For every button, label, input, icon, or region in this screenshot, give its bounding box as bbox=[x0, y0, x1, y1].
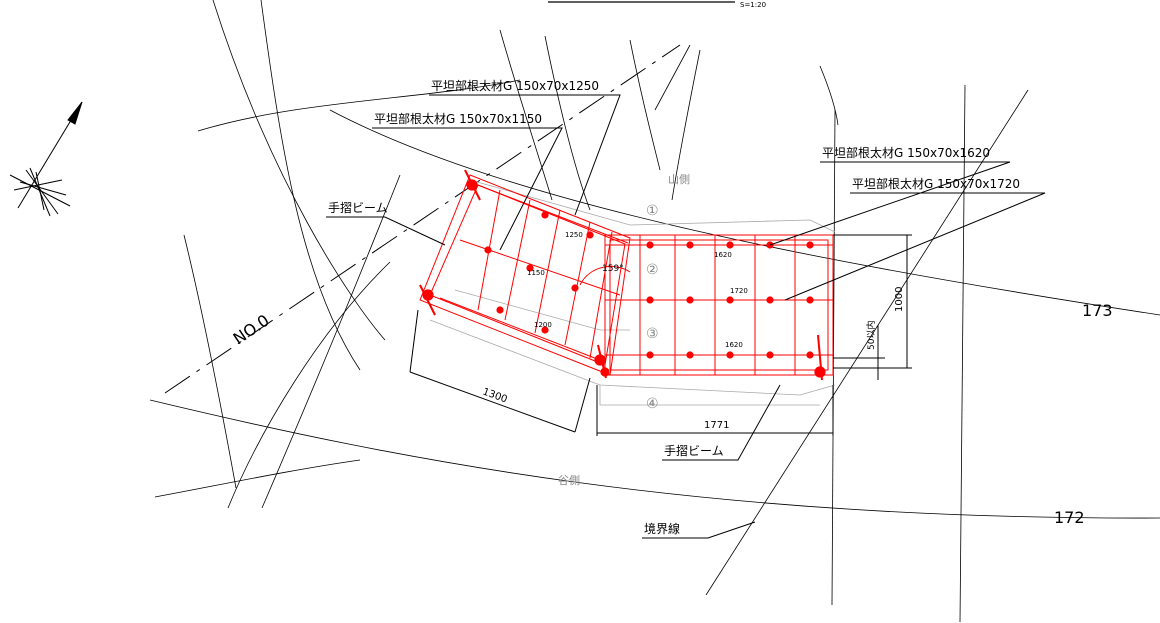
scale-label: S=1:20 bbox=[740, 1, 766, 9]
label-joist-1620: 平坦部根太材G 150x70x1620 bbox=[822, 145, 990, 160]
label-joist-1720: 平坦部根太材G 150x70x1720 bbox=[852, 176, 1020, 191]
dimension-lines bbox=[409, 234, 912, 436]
dim-inner-1720: 1720 bbox=[730, 287, 748, 295]
dim-angle: 159° bbox=[602, 264, 624, 274]
contour-172: 172 bbox=[1054, 508, 1085, 527]
circled-number-1: ① bbox=[646, 203, 659, 219]
circled-number-2: ② bbox=[646, 262, 659, 278]
dim-right-tolerance: 50以内 bbox=[865, 321, 877, 350]
circled-number-4: ④ bbox=[646, 396, 659, 412]
label-joist-1250: 平坦部根太材G 150x70x1250 bbox=[431, 78, 599, 93]
red-uprights bbox=[419, 169, 823, 381]
dim-inner-1200: 1200 bbox=[534, 321, 552, 329]
label-boundary: 境界線 bbox=[644, 521, 680, 536]
dim-inner-1620b: 1620 bbox=[725, 341, 743, 349]
dim-inner-1620a: 1620 bbox=[714, 251, 732, 259]
dim-inner-1250: 1250 bbox=[565, 231, 583, 239]
label-valley-side: 谷側 bbox=[558, 474, 580, 487]
label-joist-1150: 平坦部根太材G 150x70x1150 bbox=[374, 111, 542, 126]
guide-outlines bbox=[429, 179, 836, 406]
contour-173: 173 bbox=[1082, 301, 1113, 320]
label-handrail-left: 手摺ビーム bbox=[328, 200, 388, 215]
north-arrow-icon bbox=[9, 101, 83, 217]
joist-markers bbox=[422, 179, 826, 378]
site-linework bbox=[149, 0, 1160, 623]
circled-number-3: ③ bbox=[646, 326, 659, 342]
label-station-no0: NO.0 bbox=[230, 311, 273, 349]
frame-structure bbox=[419, 174, 834, 376]
dim-inner-1150: 1150 bbox=[527, 269, 545, 277]
leader-lines bbox=[326, 94, 1046, 539]
label-handrail-bottom: 手摺ビーム bbox=[664, 443, 724, 458]
dim-bottom-span: 1771 bbox=[704, 420, 729, 431]
label-mountain-side: 山側 bbox=[668, 173, 690, 186]
centerline-no0 bbox=[164, 44, 681, 394]
dim-right-height: 1000 bbox=[894, 287, 905, 312]
